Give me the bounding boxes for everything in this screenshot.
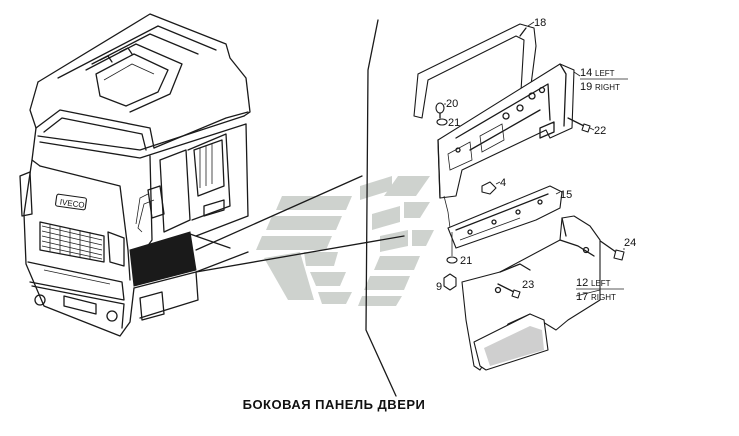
truck-cab: IVECO	[19, 13, 251, 337]
callouts: 18 20 21 22 4 15 24 21 9 23	[436, 17, 636, 293]
leader-lines	[189, 19, 405, 397]
part-4-grommet	[481, 181, 497, 195]
fraction-14-side: LEFT	[595, 69, 615, 78]
fraction-17-side: RIGHT	[591, 293, 616, 302]
fraction-label-14-19: 14 LEFT 19 RIGHT	[580, 67, 628, 93]
door-side-panel-highlight	[129, 231, 197, 287]
callout-21-upper: 21	[448, 117, 460, 129]
truck-badge: IVECO	[59, 197, 85, 209]
part-21-upper-washer	[436, 118, 448, 126]
part-18-seal-strip	[413, 23, 537, 119]
part-22-screw	[567, 117, 591, 133]
fraction-14-number: 14	[580, 67, 592, 79]
part-20-clip	[435, 102, 445, 119]
part-9-nut	[443, 273, 457, 291]
callout-24: 24	[624, 237, 636, 249]
part-21-lower-washer	[446, 232, 458, 264]
fraction-19-side: RIGHT	[595, 83, 620, 92]
callout-4: 4	[500, 177, 506, 189]
callout-18: 18	[534, 17, 546, 29]
fraction-17-number: 17	[576, 291, 588, 303]
part-15-bracket	[447, 185, 563, 249]
callout-21-lower: 21	[460, 255, 472, 267]
callout-leaders	[444, 21, 625, 297]
part-14-19-upper-panel	[437, 63, 575, 229]
fraction-19-number: 19	[580, 81, 592, 93]
part-23-bolt	[497, 283, 521, 299]
callout-15: 15	[560, 189, 572, 201]
diagram-caption: БОКОВАЯ ПАНЕЛЬ ДВЕРИ	[242, 397, 426, 412]
callout-22: 22	[594, 125, 606, 137]
fraction-12-number: 12	[576, 277, 588, 289]
callout-20: 20	[446, 98, 458, 110]
callout-23: 23	[522, 279, 534, 291]
fraction-label-12-17: 12 LEFT 17 RIGHT	[576, 277, 624, 303]
part-12-17-lower-cover	[461, 215, 601, 371]
callout-9: 9	[436, 281, 442, 293]
watermark-logo	[256, 176, 434, 306]
fraction-12-side: LEFT	[591, 279, 611, 288]
